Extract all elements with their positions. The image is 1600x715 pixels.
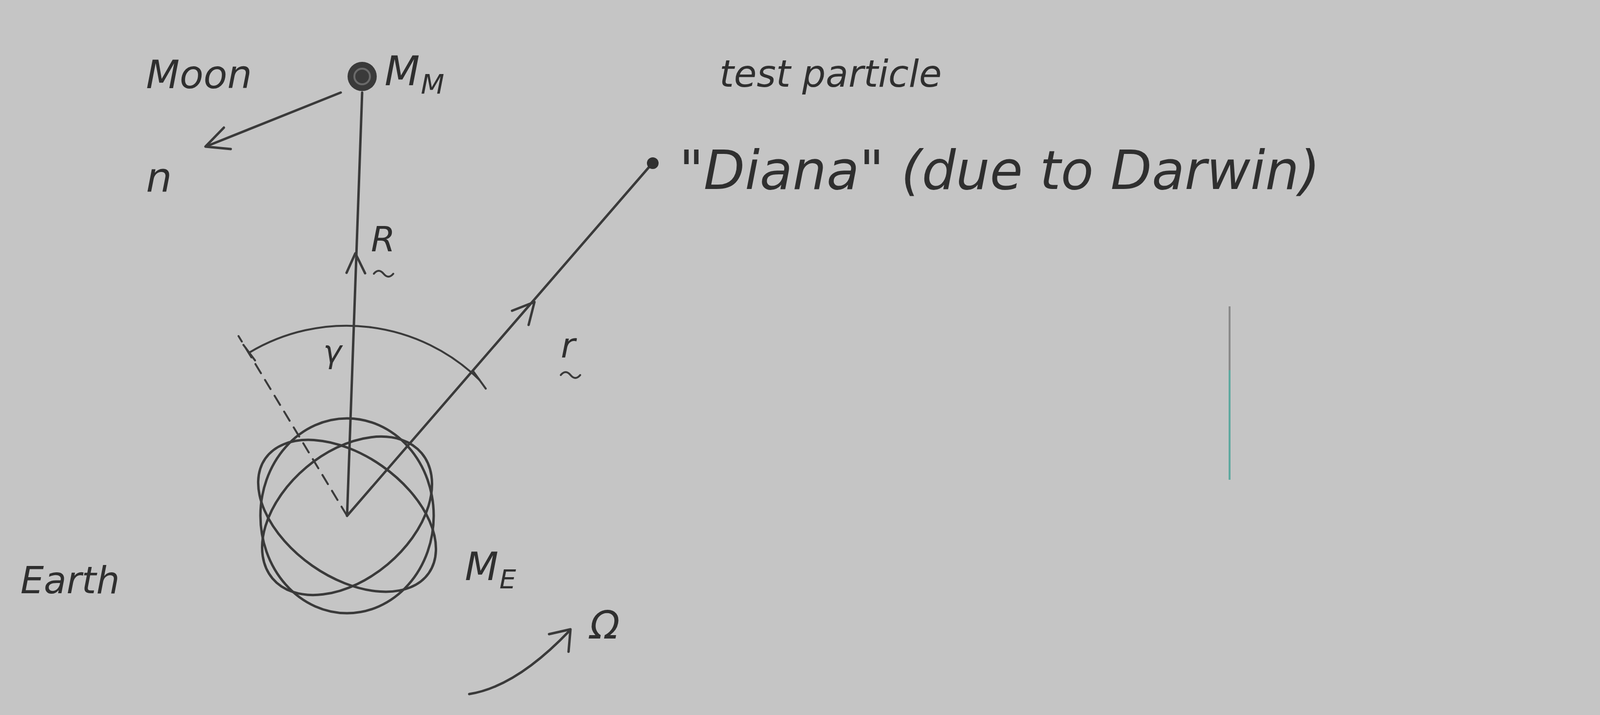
arrowhead xyxy=(346,253,366,274)
vector-R xyxy=(347,92,363,516)
rotation-arrow xyxy=(469,630,570,694)
velocity-arrow xyxy=(206,92,341,147)
particle-name: "Diana" (due to Darwin) xyxy=(679,141,1321,201)
rotation-label: Ω xyxy=(589,603,620,647)
stray-mark xyxy=(1228,369,1231,480)
vector-tilde xyxy=(373,270,394,277)
arrowhead xyxy=(549,628,571,652)
vector-r xyxy=(347,165,651,516)
arrowhead xyxy=(512,301,535,325)
vector-label: R xyxy=(370,220,396,259)
particle-label: test particle xyxy=(719,53,942,95)
arrowhead xyxy=(205,127,231,149)
vector-tilde xyxy=(560,371,581,378)
body-label: Moon xyxy=(146,53,253,97)
mass-symbol: M xyxy=(384,48,420,94)
mass-subscript: E xyxy=(499,564,516,594)
stray-mark xyxy=(1228,306,1231,370)
mass-symbol: M xyxy=(464,545,499,589)
arc-tick xyxy=(243,344,256,361)
arc-tick xyxy=(473,370,486,389)
body-label: Earth xyxy=(20,559,120,601)
mass-subscript: M xyxy=(420,69,444,100)
moon-dot xyxy=(347,61,377,92)
angle-label: γ xyxy=(323,334,342,369)
moon-ring xyxy=(354,68,370,85)
vector-label: n xyxy=(146,154,172,200)
test-particle-dot xyxy=(646,157,659,169)
angle-arc xyxy=(249,325,480,380)
vector-label: r xyxy=(560,326,576,365)
